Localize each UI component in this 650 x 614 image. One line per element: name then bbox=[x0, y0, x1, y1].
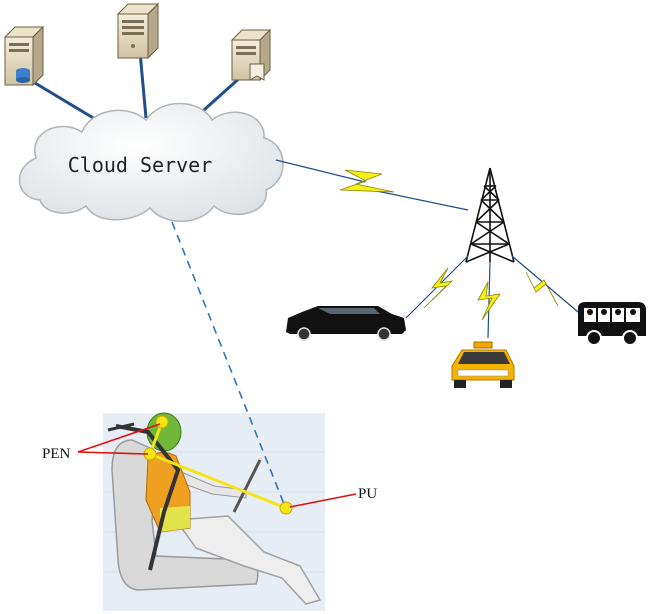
annotation-lines bbox=[77, 423, 357, 508]
pen-label: PEN bbox=[42, 446, 71, 462]
steering-wheel bbox=[232, 459, 262, 513]
driver-posture-panel bbox=[103, 412, 325, 611]
cloud-label: Cloud Server bbox=[68, 153, 213, 177]
pu-marker bbox=[279, 501, 293, 515]
cloud-icon bbox=[18, 102, 284, 222]
seat-belt bbox=[115, 424, 181, 571]
tower-vehicle-links bbox=[405, 255, 579, 339]
cloud-server: Cloud Server bbox=[18, 102, 284, 222]
driver-legs bbox=[174, 515, 322, 605]
server-link-2 bbox=[138, 51, 148, 119]
server-icon bbox=[116, 2, 160, 60]
server-icon bbox=[3, 25, 45, 87]
cell-tower-icon bbox=[465, 167, 515, 263]
limousine-icon bbox=[286, 306, 406, 341]
lightning-link-cloud-tower bbox=[275, 159, 469, 211]
pu-label: PU bbox=[358, 486, 377, 502]
bus-icon bbox=[578, 302, 646, 346]
taxi-icon bbox=[451, 341, 515, 388]
pen-marker-head bbox=[155, 415, 169, 429]
server-icon bbox=[230, 28, 272, 82]
dashed-link-cloud-device bbox=[171, 221, 285, 505]
